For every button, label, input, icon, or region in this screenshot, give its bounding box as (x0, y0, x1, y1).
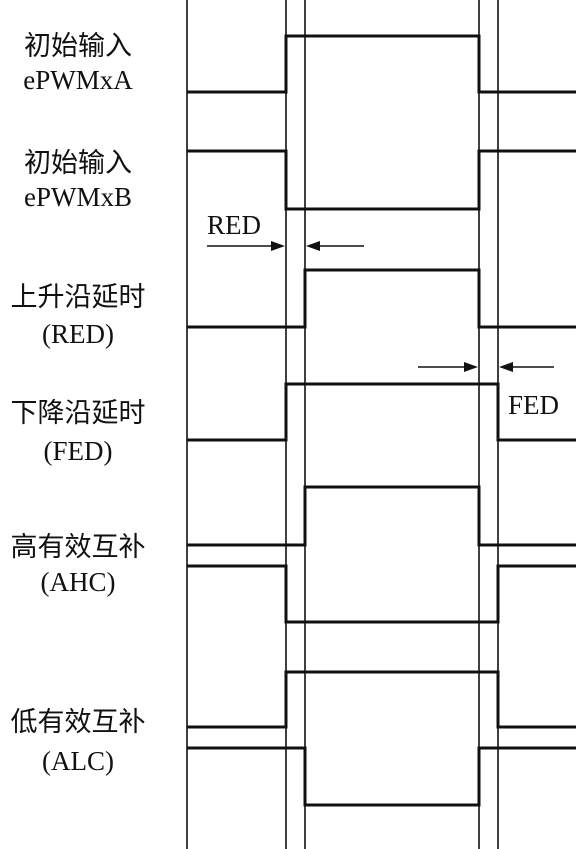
waveform-epwmxb (187, 149, 576, 211)
waveforms (187, 34, 576, 807)
waveform-alc-complement (187, 746, 576, 807)
signal-label-epwmxb: 初始输入 (24, 148, 132, 178)
waveform-red (187, 268, 576, 329)
timing-reference-lines (186, 0, 499, 849)
red-arrowhead-right (306, 241, 320, 251)
signal-label-fed: 下降沿延时 (11, 398, 146, 428)
signal-label-red: 上升沿延时 (11, 282, 146, 312)
red-arrowhead-left (271, 241, 285, 251)
signal-sublabel-ahc: (AHC) (41, 567, 116, 597)
red-annotation: RED (207, 210, 364, 251)
signal-label-ahc: 高有效互补 (11, 532, 146, 562)
fed-annotation-label: FED (508, 390, 559, 420)
fed-annotation: FED (418, 362, 559, 420)
signal-sublabel-red: (RED) (42, 319, 114, 349)
waveform-ahc-complement (187, 564, 576, 624)
signal-sublabel-epwmxb: ePWMxB (24, 182, 132, 212)
red-annotation-label: RED (207, 210, 261, 240)
signal-sublabel-epwmxa: ePWMxA (23, 65, 133, 95)
signal-sublabel-fed: (FED) (44, 436, 113, 466)
waveform-fed (187, 382, 576, 442)
waveform-alc-main (187, 670, 576, 729)
fed-arrowhead-right (499, 362, 513, 372)
signal-sublabel-alc: (ALC) (42, 746, 114, 776)
signal-label-epwmxa: 初始输入 (24, 31, 132, 61)
fed-arrowhead-left (464, 362, 478, 372)
waveform-ahc-main (187, 485, 576, 547)
signal-labels: 初始输入 ePWMxA 初始输入 ePWMxB 上升沿延时 (RED) 下降沿延… (11, 31, 146, 776)
waveform-epwmxa (187, 34, 576, 94)
signal-label-alc: 低有效互补 (11, 707, 146, 737)
